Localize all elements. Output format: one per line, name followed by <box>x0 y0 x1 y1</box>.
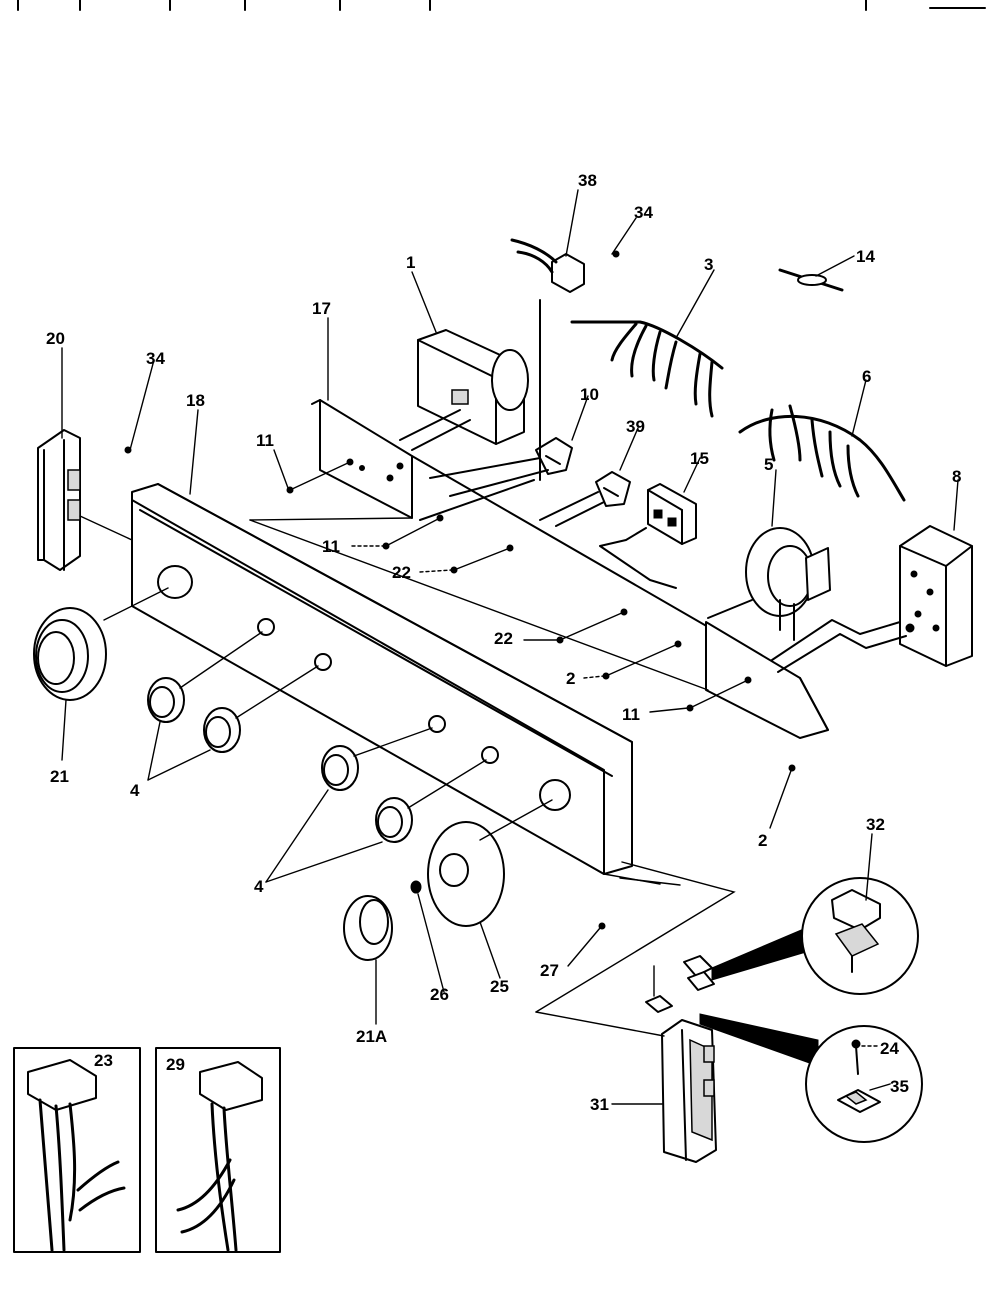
terminal-block <box>771 525 973 673</box>
label-1: 1 <box>406 253 415 272</box>
inset-harness-29 <box>155 1047 281 1253</box>
timer <box>399 329 529 451</box>
label-5: 5 <box>764 455 773 474</box>
label-17: 17 <box>312 299 331 318</box>
end-cap-left <box>37 429 133 571</box>
knob-small-4 <box>375 759 487 843</box>
thermal-fuse <box>778 268 844 292</box>
label-29: 29 <box>166 1055 185 1074</box>
label-25: 25 <box>490 977 509 996</box>
label-15: 15 <box>690 449 709 468</box>
water-level-switch <box>707 527 831 641</box>
mounting-bracket <box>249 399 829 739</box>
label-20: 20 <box>46 329 65 348</box>
label-3: 3 <box>704 255 713 274</box>
label-22-top: 22 <box>392 563 411 582</box>
label-38: 38 <box>578 171 597 190</box>
label-8: 8 <box>952 467 961 486</box>
label-21a: 21A <box>356 1027 387 1046</box>
label-2-right: 2 <box>758 831 767 850</box>
push-switch <box>599 483 697 589</box>
clip-parts <box>645 927 819 1067</box>
label-22-mid: 22 <box>494 629 513 648</box>
label-11-right: 11 <box>622 705 640 724</box>
top-edge-marks <box>17 0 986 11</box>
label-23: 23 <box>94 1051 113 1070</box>
label-21: 21 <box>50 767 69 786</box>
label-6: 6 <box>862 367 871 386</box>
label-4-left: 4 <box>130 781 140 800</box>
inset-harness-23 <box>13 1047 141 1253</box>
label-10: 10 <box>580 385 599 404</box>
label-2-mid: 2 <box>566 669 575 688</box>
label-4-bottom: 4 <box>254 877 264 896</box>
label-11-mid: 11 <box>322 537 340 556</box>
leader-lines <box>61 189 959 1105</box>
knob-small-1 <box>147 631 263 723</box>
part-labels: 38 34 1 3 14 17 20 34 6 10 18 39 11 15 5… <box>46 171 961 1114</box>
label-11-top: 11 <box>256 431 274 450</box>
knob-small-2 <box>203 665 319 753</box>
label-18: 18 <box>186 391 205 410</box>
rotary-switch <box>539 471 631 527</box>
end-cap-right <box>535 861 736 1163</box>
label-32: 32 <box>866 815 885 834</box>
dial-skirt <box>427 799 553 927</box>
detail-circle-clip <box>801 877 919 995</box>
wire-connector-top <box>419 238 585 521</box>
label-35: 35 <box>890 1077 909 1096</box>
label-26: 26 <box>430 985 449 1004</box>
label-14: 14 <box>856 247 875 266</box>
screws <box>124 250 796 930</box>
label-24: 24 <box>880 1039 899 1058</box>
label-39: 39 <box>626 417 645 436</box>
detail-circle-screw <box>805 1025 923 1143</box>
control-console-panel <box>131 483 681 886</box>
label-27: 27 <box>540 961 559 980</box>
knob-large-left <box>33 587 169 701</box>
label-31: 31 <box>590 1095 609 1114</box>
selector-switch <box>429 437 573 497</box>
label-34-left: 34 <box>146 349 165 368</box>
knob-cap <box>343 880 422 961</box>
label-34-top: 34 <box>634 203 653 222</box>
knob-small-3 <box>321 727 433 791</box>
wire-harness-right <box>738 404 906 502</box>
